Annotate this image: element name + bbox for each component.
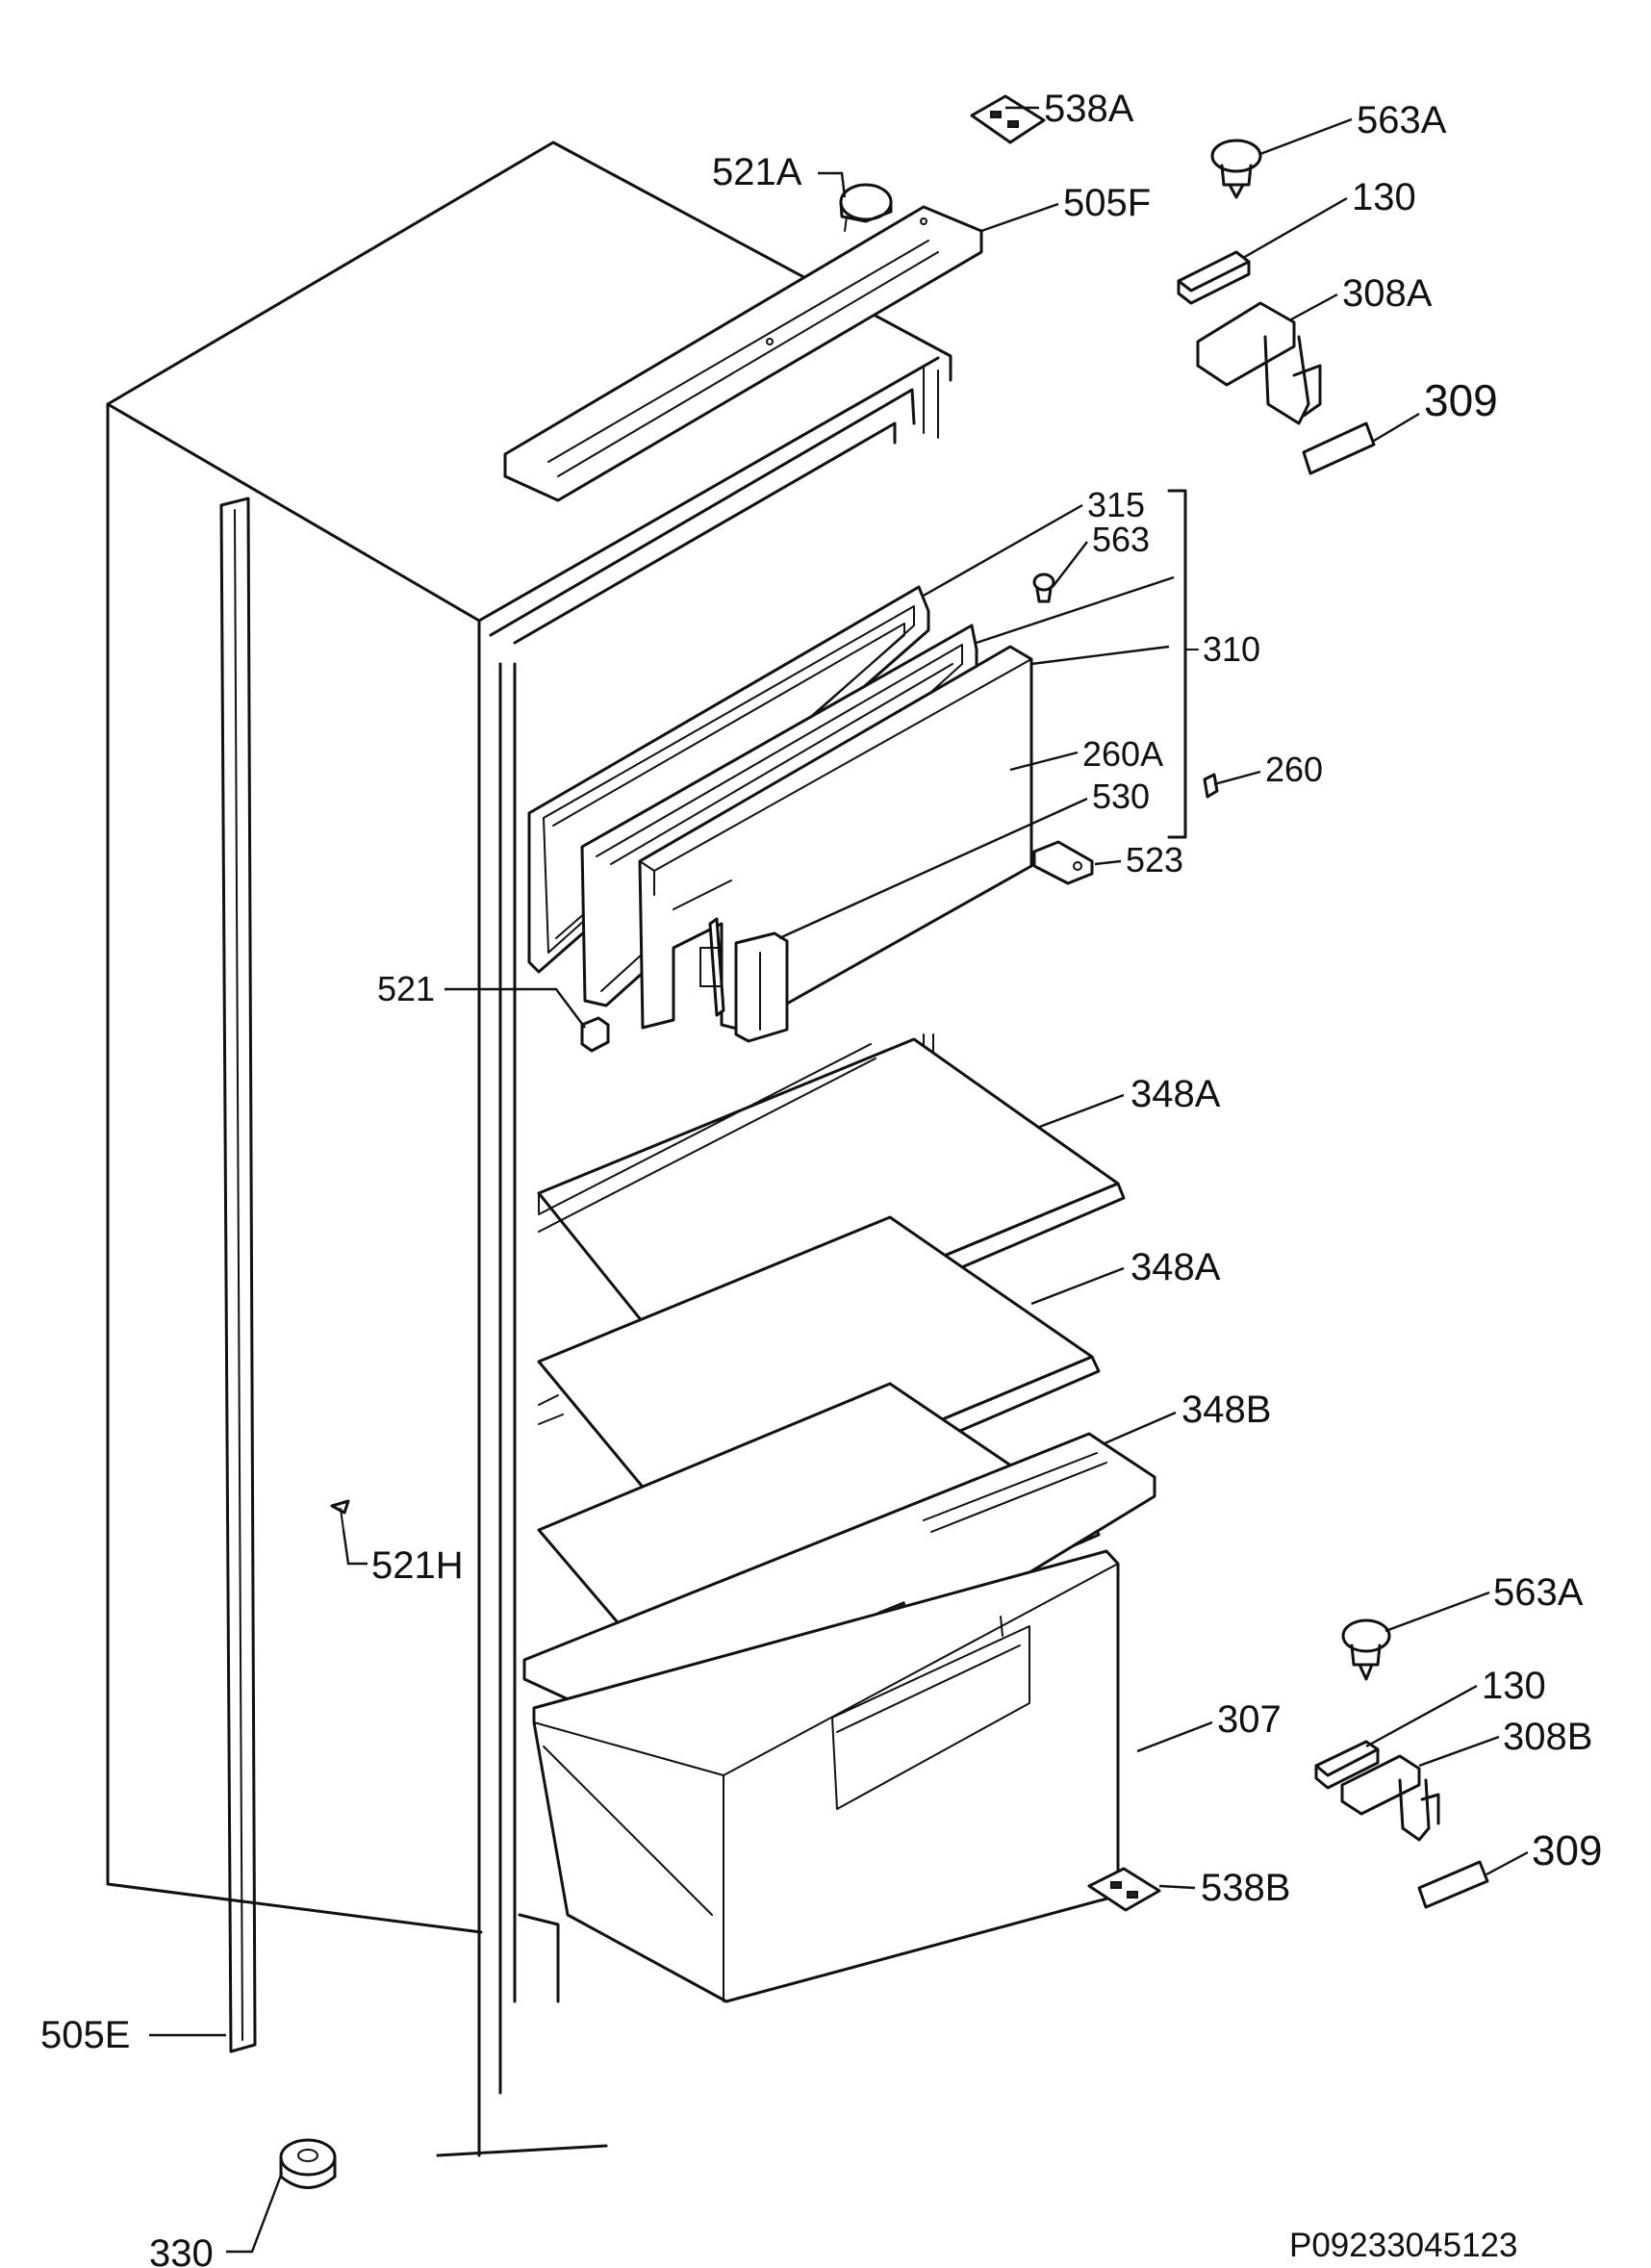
part-130-top (1177, 250, 1251, 305)
flap-door-530 (638, 645, 1033, 1032)
label-130-bottom: 130 (1482, 1665, 1546, 1707)
label-538a: 538A (1044, 88, 1134, 130)
part-563 (1032, 573, 1055, 603)
label-505e: 505E (40, 2014, 130, 2056)
label-315: 315 (1087, 485, 1145, 524)
part-538a (970, 94, 1046, 144)
part-563a-top (1210, 139, 1262, 199)
leader-lines (149, 106, 1529, 2254)
part-523 (1032, 840, 1094, 885)
part-309-bottom (1417, 1860, 1489, 1909)
label-538b: 538B (1201, 1867, 1290, 1909)
label-330: 330 (149, 2232, 214, 2268)
foot-330 (279, 2138, 337, 2189)
part-130-bottom (1314, 1740, 1380, 1790)
top-rail-505f (503, 205, 983, 502)
hinge-308b (1340, 1754, 1440, 1842)
part-521h (330, 1499, 350, 1531)
label-563: 563 (1092, 520, 1150, 559)
label-521h: 521H (371, 1544, 464, 1587)
part-563a-bottom (1341, 1618, 1391, 1681)
label-523: 523 (1126, 840, 1183, 879)
drawing-code: P09233045123 (1289, 2227, 1517, 2264)
label-308a: 308A (1342, 272, 1433, 315)
label-521a: 521A (712, 151, 802, 193)
label-260a: 260A (1082, 734, 1163, 774)
label-308b: 308B (1503, 1716, 1592, 1758)
label-530: 530 (1092, 777, 1150, 816)
drawer-307 (522, 1432, 1156, 2003)
label-309-top: 309 (1424, 375, 1498, 425)
label-348a-lower: 348A (1130, 1246, 1221, 1288)
part-538b (1087, 1867, 1161, 1912)
label-505f: 505F (1063, 182, 1151, 224)
part-labels: 538A 563A 521A 505F 130 308A 309 315 563… (40, 88, 1602, 2268)
part-309-top (1302, 421, 1376, 475)
part-521a (839, 183, 893, 232)
label-348a-upper: 348A (1130, 1073, 1221, 1115)
part-260 (1203, 773, 1219, 799)
label-260: 260 (1265, 750, 1323, 789)
label-310: 310 (1203, 629, 1260, 669)
hinge-308a (1196, 301, 1322, 425)
cabinet (106, 140, 952, 2157)
flap-handle (734, 931, 789, 1043)
part-521 (580, 1016, 610, 1053)
group-bracket-310 (1167, 489, 1187, 839)
label-563a-bottom: 563A (1493, 1571, 1584, 1614)
label-309-bottom: 309 (1532, 1827, 1602, 1874)
label-563a-top: 563A (1357, 99, 1447, 141)
door-seal-505e (219, 497, 257, 2053)
label-521: 521 (377, 969, 435, 1008)
flap-hinge-260a (699, 917, 725, 1017)
label-130-top: 130 (1352, 176, 1416, 218)
label-348b: 348B (1181, 1389, 1271, 1431)
label-307: 307 (1217, 1698, 1282, 1741)
